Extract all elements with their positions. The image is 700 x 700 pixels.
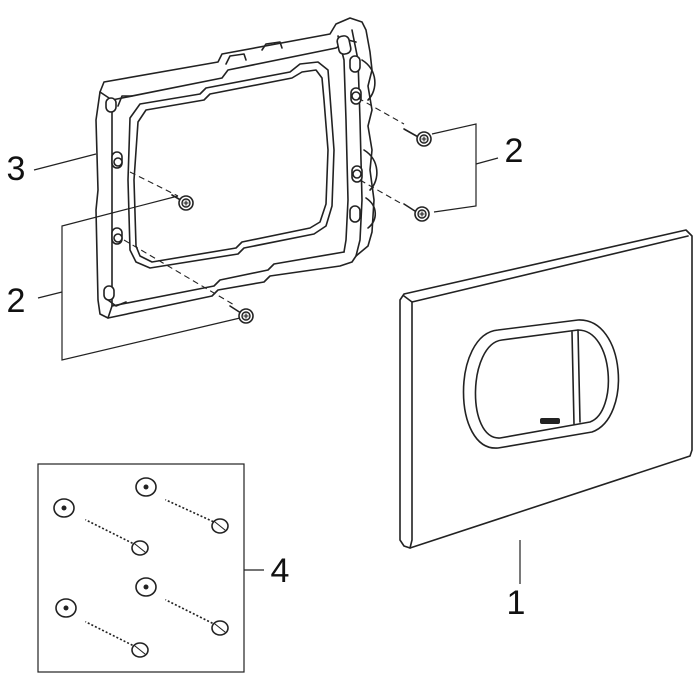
callout-cover-plate: 1: [507, 584, 526, 622]
anchor-screw: [165, 498, 229, 534]
brand-mark: [540, 418, 560, 424]
anchor-screw: [85, 518, 149, 556]
frame-screw: [403, 128, 432, 147]
callout-screws-left: 2: [7, 282, 26, 320]
anchor-screw: [165, 598, 229, 636]
anchor-kit: [37, 463, 245, 673]
frame-screw: [171, 194, 194, 211]
callout-mounting-frame: 3: [7, 150, 26, 188]
anchor-screw: [85, 620, 149, 658]
leader-lines: [33, 123, 521, 584]
anchor-washer: [55, 598, 77, 618]
frame-screw: [229, 305, 254, 324]
anchor-washer: [135, 577, 157, 597]
mounting-frame: [95, 17, 378, 319]
callout-screws-right: 2: [505, 132, 524, 170]
anchor-washer: [135, 477, 157, 497]
frame-screw: [403, 203, 430, 222]
callout-anchor-kit: 4: [271, 552, 290, 590]
anchor-washer: [53, 498, 75, 518]
cover-plate: [399, 229, 693, 549]
assembly-axis-lines: [123, 97, 405, 307]
